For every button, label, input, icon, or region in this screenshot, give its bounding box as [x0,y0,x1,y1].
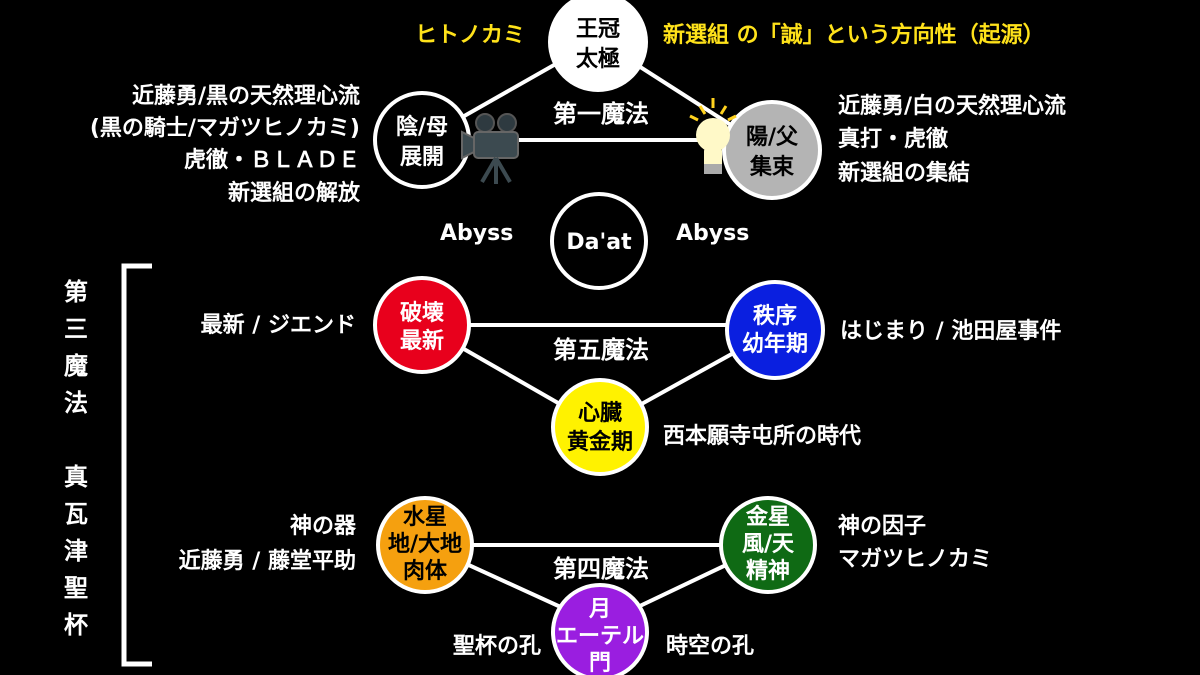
heart-note: 西本願寺屯所の時代 [663,423,861,449]
svg-text:風/天: 風/天 [742,532,795,557]
node-order: 秩序 幼年期 [725,280,825,380]
abyss-left-label: Abyss [440,221,513,246]
node-heart: 心臓 黄金期 [551,378,649,476]
svg-text:展開: 展開 [400,145,444,170]
svg-text:近藤勇 / 藤堂平助: 近藤勇 / 藤堂平助 [179,548,356,574]
svg-text:最新: 最新 [400,328,444,354]
svg-text:聖: 聖 [64,574,88,602]
hitonokami-caption: ヒトノカミ [415,23,525,48]
svg-text:Da'at: Da'at [566,230,632,255]
svg-text:黄金期: 黄金期 [567,429,633,455]
svg-text:神の因子: 神の因子 [838,513,926,539]
svg-text:集束: 集束 [749,154,795,180]
node-moon: 月 エーテル 門 [551,583,649,675]
order-note: はじまり / 池田屋事件 [840,318,1061,344]
first-magic-label: 第一魔法 [553,100,649,128]
svg-text:三: 三 [64,315,88,343]
svg-text:新選組の集結: 新選組の集結 [838,160,970,186]
shinsengumi-caption: 新選組 の「誠」という方向性（起源） [663,22,1045,48]
node-yang: 陽/父 集束 [722,100,822,200]
svg-text:瓦: 瓦 [64,500,88,528]
svg-text:津: 津 [64,537,88,565]
svg-text:王冠: 王冠 [576,17,620,42]
svg-text:エーテル: エーテル [556,624,644,649]
bracket-label: 第 三 魔 法 真 瓦 津 聖 杯 [64,278,88,639]
svg-text:真打・虎徹: 真打・虎徹 [838,126,949,152]
bracket [121,263,152,667]
fourth-magic-label: 第四魔法 [553,555,649,583]
mercury-notes: 神の器 近藤勇 / 藤堂平助 [179,513,357,574]
svg-text:虎徹・ＢＬＡＤＥ: 虎徹・ＢＬＡＤＥ [184,147,360,173]
yin-notes: 近藤勇/黒の天然理心流 (黒の騎士/マガツヒノカミ) 虎徹・ＢＬＡＤＥ 新選組の… [90,83,361,206]
moon-left-note: 聖杯の孔 [453,634,541,659]
node-mercury: 水星 地/大地 肉体 [376,496,474,594]
svg-text:(黒の騎士/マガツヒノカミ): (黒の騎士/マガツヒノカミ) [90,116,360,141]
fifth-magic-label: 第五魔法 [553,336,649,364]
svg-text:破壊: 破壊 [400,300,445,326]
svg-text:魔: 魔 [64,352,88,380]
node-destruction: 破壊 最新 [373,276,471,374]
svg-text:水星: 水星 [403,505,447,530]
node-venus: 金星 風/天 精神 [719,496,817,594]
svg-text:杯: 杯 [64,611,88,639]
node-yin: 陰/母 展開 [373,91,471,189]
svg-text:近藤勇/白の天然理心流: 近藤勇/白の天然理心流 [838,93,1066,119]
svg-text:太極: 太極 [576,46,620,72]
svg-text:月: 月 [588,597,611,622]
destruction-note: 最新 / ジエンド [201,312,356,338]
svg-text:神の器: 神の器 [290,513,357,539]
svg-text:幼年期: 幼年期 [742,331,808,357]
svg-text:陽/父: 陽/父 [746,125,799,150]
svg-text:新選組の解放: 新選組の解放 [228,180,361,206]
svg-text:地/大地: 地/大地 [388,532,462,557]
svg-text:第: 第 [64,278,88,306]
svg-text:金星: 金星 [745,504,790,530]
movie-camera-icon [461,113,519,184]
svg-text:陰/母: 陰/母 [396,114,448,140]
svg-text:近藤勇/黒の天然理心流: 近藤勇/黒の天然理心流 [132,83,360,109]
svg-text:門: 門 [589,651,611,675]
node-daat: Da'at [550,192,648,290]
moon-right-note: 時空の孔 [666,633,754,659]
abyss-right-label: Abyss [676,221,749,246]
svg-text:精神: 精神 [746,558,790,584]
light-bulb-icon [689,98,737,174]
svg-text:心臓: 心臓 [578,401,622,426]
node-crown: 王冠 太極 [548,0,648,92]
venus-notes: 神の因子 マガツヒノカミ [838,513,992,572]
svg-text:秩序: 秩序 [753,303,797,329]
svg-text:法: 法 [64,389,88,417]
yang-notes: 近藤勇/白の天然理心流 真打・虎徹 新選組の集結 [838,93,1066,186]
svg-text:肉体: 肉体 [403,559,448,584]
svg-text:マガツヒノカミ: マガツヒノカミ [838,547,992,572]
svg-text:真: 真 [64,463,88,491]
